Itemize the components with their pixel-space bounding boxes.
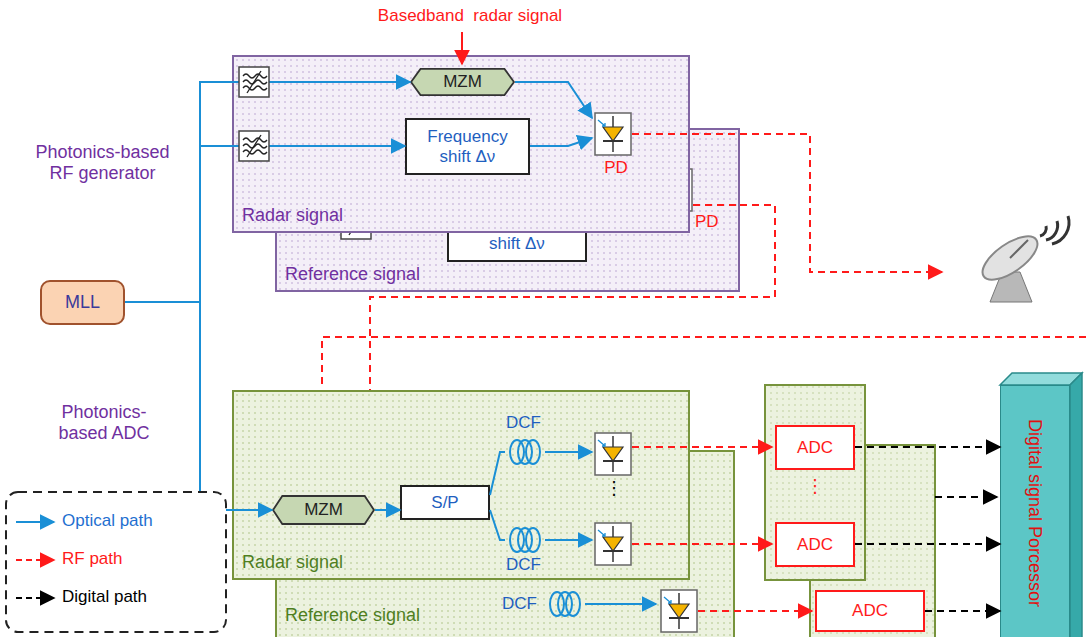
dcf-coil xyxy=(550,592,580,616)
generator-illustration xyxy=(239,32,942,272)
modulator-hexagon: MZM xyxy=(272,495,375,525)
drawing-part xyxy=(1000,373,1082,385)
node-text: Radar signal xyxy=(242,205,343,226)
drawing-part xyxy=(1010,240,1028,258)
connector xyxy=(125,146,405,302)
node-text: shift Δν xyxy=(489,234,545,254)
node-text: ADC xyxy=(852,601,888,621)
legend-text: Digital path xyxy=(62,587,147,607)
text-label: ⋮ xyxy=(805,476,825,497)
drawing-part xyxy=(545,451,592,453)
text-label: DCF xyxy=(506,555,550,575)
drawing-part xyxy=(273,496,374,524)
text-label: Photonics-based RF generator xyxy=(30,142,175,183)
node-text: ADC xyxy=(797,438,833,458)
rf-return-line xyxy=(322,337,1086,388)
drawing-part xyxy=(632,543,772,545)
node-text: Reference signal xyxy=(285,264,420,285)
drawing-part xyxy=(698,610,812,612)
drawing-part xyxy=(16,559,54,561)
drawing-part xyxy=(530,138,592,146)
legend-text: RF path xyxy=(62,549,122,569)
drawing-part xyxy=(16,521,54,523)
adc-illustration xyxy=(490,433,997,611)
text-label: DCF xyxy=(502,594,544,614)
connector xyxy=(855,543,1000,545)
drawing-part xyxy=(595,113,631,155)
drawing-part xyxy=(632,446,772,448)
drawing-part xyxy=(545,539,592,541)
connector xyxy=(925,610,1000,612)
connector xyxy=(125,82,410,302)
text-label: PD xyxy=(695,212,727,232)
drawing-part xyxy=(239,67,269,97)
adc-box: ADC xyxy=(775,522,855,567)
drawing-part xyxy=(16,597,54,599)
drawing-part xyxy=(585,603,656,605)
drawing-part xyxy=(490,510,505,540)
text-label: Photonics-based ADC xyxy=(48,402,160,443)
drawing-part xyxy=(693,204,740,206)
legend-box xyxy=(6,492,226,632)
drawing-part xyxy=(1040,216,1069,244)
drawing-part xyxy=(411,69,514,95)
node-text: MZM xyxy=(304,500,343,520)
drawing-part xyxy=(1070,373,1082,637)
drawing-part xyxy=(239,131,269,161)
drawing-part xyxy=(461,32,463,64)
modulator-hexagon: MZM xyxy=(410,68,515,96)
node-text: Radar signal xyxy=(242,552,343,573)
drawing-part xyxy=(935,496,997,498)
serial-parallel-box: S/P xyxy=(400,485,490,520)
processor-3d-faces xyxy=(1000,373,1082,637)
node-text: Digital signal Porcessor xyxy=(1025,403,1046,623)
drawing-part xyxy=(595,433,631,475)
frequency-shift-box: Frequency shift Δν xyxy=(405,118,530,175)
text-label: DCF xyxy=(506,413,550,433)
connector xyxy=(855,446,1000,448)
adc-box: ADC xyxy=(815,590,925,632)
drawing-part xyxy=(510,440,540,464)
legend-text: Optical path xyxy=(62,511,153,531)
node-text: S/P xyxy=(431,493,458,513)
connector xyxy=(125,302,272,510)
drawing-part xyxy=(632,134,942,272)
node-text: MLL xyxy=(65,292,100,313)
laser-box: MLL xyxy=(40,280,125,325)
connector xyxy=(375,509,400,511)
node-text: MZM xyxy=(443,72,482,92)
text-label: ⋮ xyxy=(604,478,624,499)
drawing-part xyxy=(490,452,505,495)
drawing-part xyxy=(6,492,226,632)
connector xyxy=(370,205,775,390)
drawing-part xyxy=(595,523,631,565)
node-text: ADC xyxy=(797,535,833,555)
drawing-part xyxy=(515,82,592,118)
drawing-part xyxy=(765,385,865,580)
photodiode-symbol xyxy=(661,590,697,632)
processor-box: Digital signal Porcessor xyxy=(1000,385,1070,637)
node-text: Frequency shift Δν xyxy=(415,127,520,166)
node-text: Reference signal xyxy=(285,605,420,626)
adc-box: ADC xyxy=(775,425,855,470)
drawing-part xyxy=(510,528,540,552)
antenna-icon xyxy=(976,216,1069,302)
text-label: PD xyxy=(596,158,636,178)
text-label: Basedband radar signal xyxy=(362,6,578,26)
drawing-part xyxy=(976,228,1044,288)
